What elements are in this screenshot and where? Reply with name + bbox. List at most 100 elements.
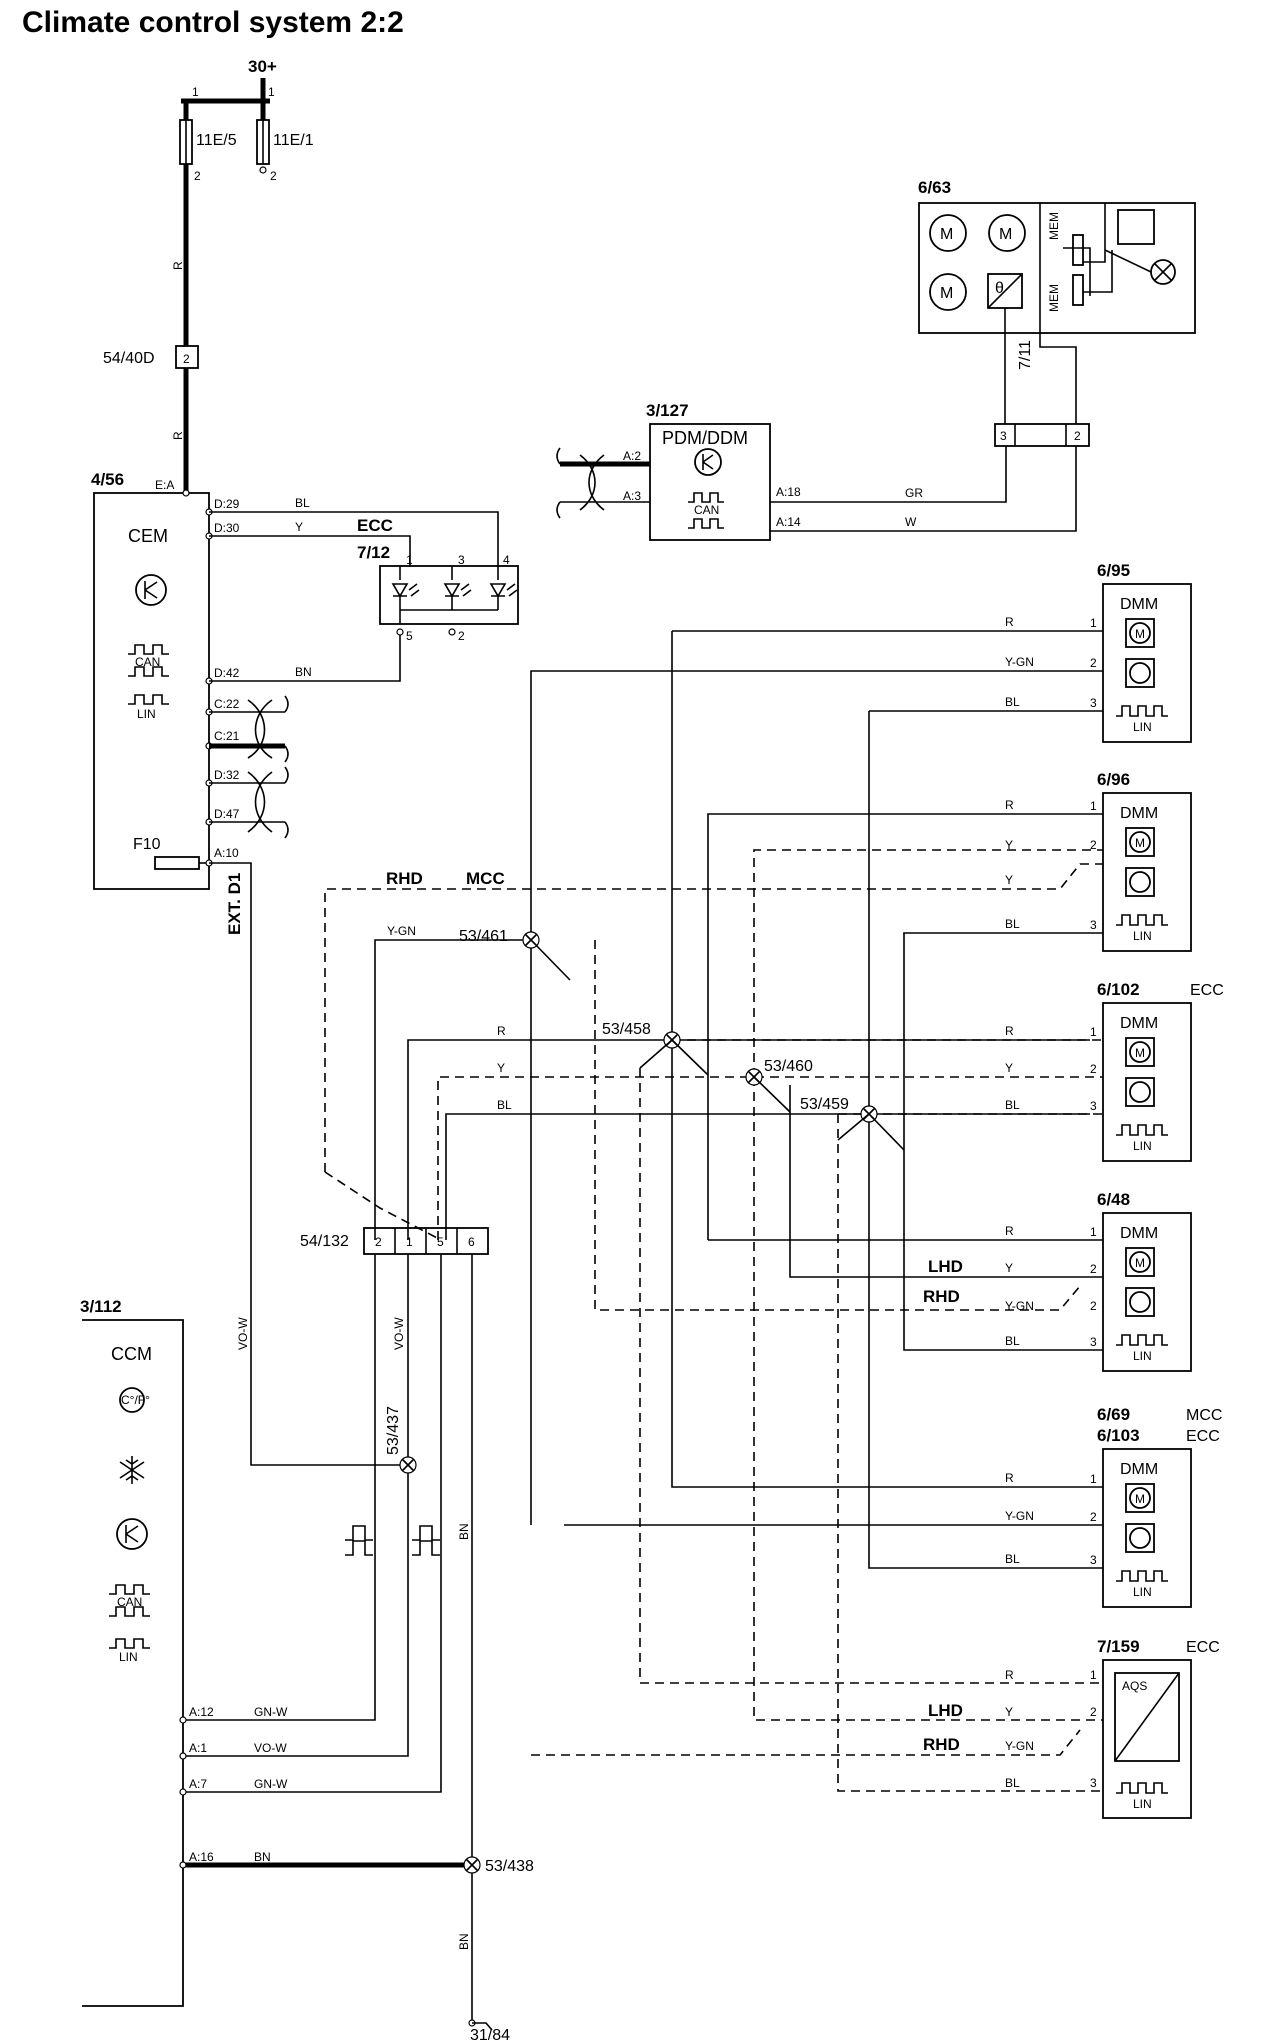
fuse-11e1-label: 11E/1	[273, 132, 314, 149]
svg-text:M: M	[1135, 1492, 1145, 1506]
svg-text:A:14: A:14	[776, 515, 801, 529]
dmm-6-96-id: 6/96	[1097, 770, 1130, 789]
svg-text:2: 2	[1090, 1705, 1097, 1719]
svg-text:VO-W: VO-W	[254, 1741, 287, 1755]
svg-text:A:1: A:1	[189, 1741, 207, 1755]
svg-text:GN-W: GN-W	[254, 1777, 288, 1791]
svg-text:Y-GN: Y-GN	[1005, 1299, 1034, 1313]
aqs-id: 7/159	[1097, 1637, 1140, 1656]
svg-text:C:21: C:21	[214, 729, 240, 743]
svg-text:D:30: D:30	[214, 521, 240, 535]
svg-text:2: 2	[194, 169, 201, 183]
svg-text:VO-W: VO-W	[392, 1317, 406, 1350]
svg-text:BN: BN	[254, 1850, 271, 1864]
svg-text:BL: BL	[1005, 1334, 1020, 1348]
ccm-id: 3/112	[80, 1297, 122, 1316]
svg-text:BN: BN	[295, 665, 312, 679]
svg-text:GN-W: GN-W	[254, 1705, 288, 1719]
svg-text:5: 5	[406, 629, 413, 643]
right-solid-wires: 1R 2Y-GN 3BL 1R 3BL 1R 2Y LHD 3BL 1R 2Y-…	[374, 615, 1103, 1569]
svg-text:3: 3	[1090, 1335, 1097, 1349]
svg-text:GR: GR	[905, 486, 923, 500]
svg-text:2: 2	[1090, 838, 1097, 852]
svg-text:M: M	[940, 226, 953, 243]
svg-text:R: R	[1005, 615, 1014, 629]
ccm-name: CCM	[111, 1344, 152, 1364]
power-supply: 30+ 1 1 2 2 11E/5 11E/1 R 2 54/40D R	[103, 57, 314, 493]
svg-text:R: R	[171, 431, 185, 440]
connector-54-40d-label: 54/40D	[103, 350, 155, 367]
svg-text:LIN: LIN	[119, 1650, 138, 1664]
aqs-tag: ECC	[1186, 1639, 1220, 1656]
svg-text:5: 5	[437, 1235, 444, 1249]
svg-text:A:18: A:18	[776, 485, 801, 499]
svg-text:3: 3	[1090, 1776, 1097, 1790]
svg-text:3: 3	[1090, 1553, 1097, 1567]
unit-6-63: 6/63 M M M θ MEM MEM 7/11 3 2	[918, 178, 1196, 447]
svg-text:M: M	[940, 285, 953, 302]
svg-text:3: 3	[1090, 696, 1097, 710]
dmm-6-69-id: 6/69	[1097, 1405, 1130, 1424]
svg-text:D:42: D:42	[214, 666, 240, 680]
svg-text:Y-GN: Y-GN	[1005, 1739, 1034, 1753]
cem-bus-lines	[209, 695, 289, 839]
svg-text:53/437: 53/437	[385, 1406, 402, 1455]
ecc-label-cem: ECC	[357, 516, 393, 535]
fuse-f10-label: F10	[133, 836, 161, 853]
ext-d1-label: EXT. D1	[225, 873, 244, 935]
svg-text:A:3: A:3	[623, 489, 641, 503]
svg-text:D:29: D:29	[214, 497, 240, 511]
svg-text:3: 3	[1000, 429, 1007, 443]
splices: 53/461 53/458 53/460 53/459	[459, 928, 905, 1151]
svg-text:1: 1	[268, 85, 275, 99]
svg-text:2: 2	[183, 352, 190, 366]
mcc-label-top: MCC	[466, 869, 505, 888]
svg-text:BL: BL	[1005, 917, 1020, 931]
svg-text:D:47: D:47	[214, 807, 240, 821]
svg-text:DMM: DMM	[1120, 1225, 1158, 1242]
svg-text:53/461: 53/461	[459, 928, 508, 945]
svg-text:Y: Y	[497, 1061, 505, 1075]
svg-text:LIN: LIN	[1133, 1797, 1152, 1811]
svg-text:R: R	[1005, 1668, 1014, 1682]
splice-53-460: 53/460	[745, 1058, 813, 1086]
svg-text:CAN: CAN	[694, 503, 719, 517]
splice-53-437: 53/437	[385, 1406, 417, 1474]
svg-text:M: M	[999, 226, 1012, 243]
svg-text:M: M	[1135, 1046, 1145, 1060]
svg-text:6: 6	[468, 1235, 475, 1249]
connector-54-132-id: 54/132	[300, 1233, 349, 1250]
page-title: Climate control system 2:2	[22, 6, 404, 39]
svg-text:Y: Y	[295, 520, 303, 534]
svg-text:BL: BL	[1005, 1776, 1020, 1790]
svg-text:Y: Y	[1005, 1261, 1013, 1275]
svg-text:θ: θ	[995, 280, 1004, 297]
cem-led-wiring: BL Y ECC BN	[209, 496, 499, 682]
svg-text:C:22: C:22	[214, 697, 240, 711]
splice-53-461: 53/461	[459, 928, 540, 949]
svg-text:LIN: LIN	[1133, 1349, 1152, 1363]
svg-text:2: 2	[1090, 1510, 1097, 1524]
svg-text:53/460: 53/460	[764, 1058, 813, 1075]
pdm-name: PDM/DDM	[662, 428, 748, 448]
svg-text:2: 2	[270, 169, 277, 183]
svg-text:53/438: 53/438	[485, 1858, 534, 1875]
unit-6-63-id: 6/63	[918, 178, 951, 197]
svg-text:DMM: DMM	[1120, 596, 1158, 613]
pdm-id: 3/127	[646, 401, 689, 420]
svg-text:W: W	[905, 515, 917, 529]
splice-53-438: 53/438	[463, 1856, 534, 1875]
svg-text:Y: Y	[1005, 838, 1013, 852]
svg-text:Y-GN: Y-GN	[387, 924, 416, 938]
svg-text:DMM: DMM	[1120, 1015, 1158, 1032]
dmm-6-96: 6/96 DMM M LIN	[1097, 770, 1192, 952]
led-unit-id: 7/12	[357, 543, 390, 562]
svg-text:MEM: MEM	[1047, 284, 1061, 312]
dmm-6-95-id: 6/95	[1097, 561, 1130, 580]
svg-text:Y: Y	[1005, 1705, 1013, 1719]
svg-text:BN: BN	[457, 1523, 471, 1540]
svg-text:1: 1	[1090, 616, 1097, 630]
rhd-label-aqs: RHD	[923, 1735, 960, 1754]
svg-text:1: 1	[1090, 1025, 1097, 1039]
temp-unit-icon: C°/F°	[121, 1393, 150, 1407]
